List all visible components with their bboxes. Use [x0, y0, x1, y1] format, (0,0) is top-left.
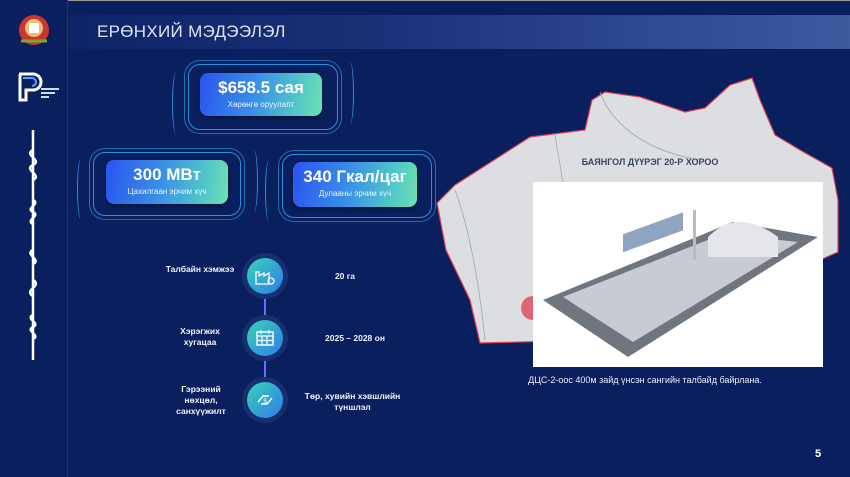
map-caption: ДЦС-2-оос 400м зайд үнсэн сангийн талбай… [528, 375, 762, 385]
handshake-money-icon: $ [257, 395, 273, 405]
stat-value: $658.5 сая [218, 78, 304, 97]
timeline-value: 20 га [334, 271, 356, 281]
timeline-node [242, 253, 288, 299]
arc-decoration [346, 62, 354, 124]
stat-label: Цахилгаан эрчим хүч [127, 187, 207, 196]
top-border [0, 0, 850, 1]
arc-decoration [77, 158, 85, 220]
timeline-node [242, 315, 288, 361]
stat-frame-heat [282, 154, 432, 218]
timeline-label: Талбайн хэмжээ [165, 264, 235, 274]
sidebar [0, 0, 68, 477]
page-title: ЕРӨНХИЙ МЭДЭЭЛЭЛ [97, 22, 286, 41]
arc-decoration [265, 160, 273, 222]
timeline-value: 2025 – 2028 он [325, 333, 385, 343]
page-number: 5 [815, 448, 822, 460]
stat-label: Хөрөнгө оруулалт [227, 100, 295, 109]
mongolian-script-logo [28, 130, 38, 360]
arc-decoration [250, 150, 258, 212]
map-district-label: БАЯНГОЛ ДҮҮРЭГ 20-Р ХОРОО [581, 157, 719, 167]
calendar-icon [256, 330, 274, 346]
svg-text:$: $ [263, 397, 267, 405]
stat-card-investment: $658.5 сая Хөрөнгө оруулалт [200, 73, 322, 116]
timeline-label: Гэрээний нөхцөл, санхүүжилт [176, 384, 226, 416]
state-emblem-icon [19, 15, 49, 45]
stat-value: 300 МВт [133, 165, 201, 184]
timeline-value: Төр, хувийн хэвшлийн түншлэл [304, 391, 401, 412]
timeline-node: $ [242, 377, 288, 423]
stat-card-heat: 340 Гкал/цаг Дулааны эрчим хүч [293, 162, 417, 207]
stat-label: Дулааны эрчим хүч [318, 189, 392, 198]
stat-value: 340 Гкал/цаг [303, 167, 407, 186]
project-logo-icon [18, 72, 59, 102]
timeline-label: Хэрэгжих хугацаа [180, 326, 220, 347]
factory-icon [255, 271, 275, 285]
stat-frame-investment [188, 64, 338, 130]
title-bar [70, 15, 850, 49]
arc-decoration [172, 72, 180, 134]
stat-frame-power [93, 152, 241, 216]
power-plant-render [533, 182, 823, 367]
stat-card-power: 300 МВт Цахилгаан эрчим хүч [106, 160, 228, 204]
